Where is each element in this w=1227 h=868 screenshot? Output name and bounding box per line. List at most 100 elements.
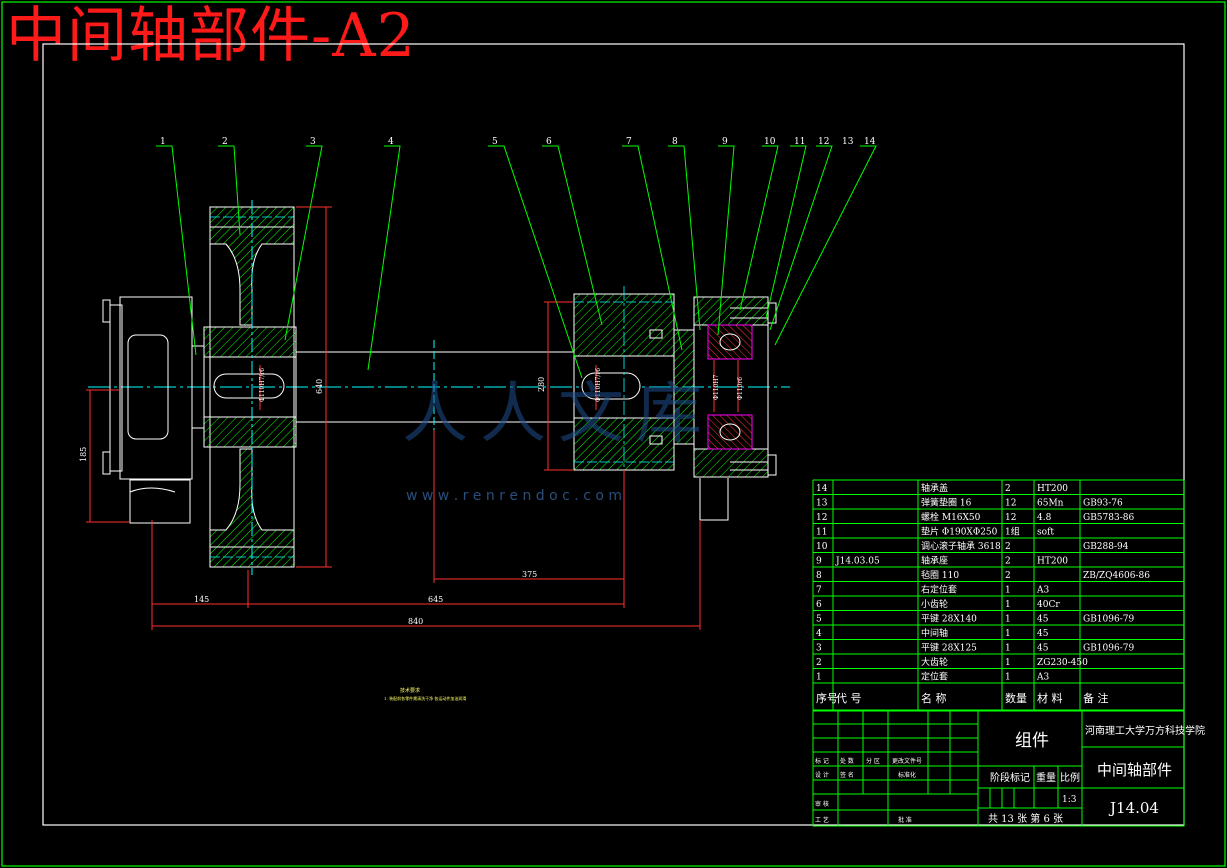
bom-cell-no: 13 bbox=[816, 499, 828, 509]
bom-cell-code: J14.03.05 bbox=[835, 557, 880, 567]
bom-cell-name: 弹簧垫圈 16 bbox=[921, 497, 972, 509]
fit-small-gear: Φ110H7/r6 bbox=[595, 368, 602, 402]
balloon-3: 3 bbox=[310, 137, 316, 147]
group-label: 组件 bbox=[1015, 731, 1049, 751]
right-bearing-assembly bbox=[649, 296, 777, 521]
dimension-texts: 185 640 280 375 145 645 840 Φ110H7/r6 Φ1… bbox=[79, 368, 744, 626]
dim-375: 375 bbox=[522, 570, 537, 579]
bom-cell-no: 8 bbox=[816, 571, 822, 581]
left-bearing-housing bbox=[102, 296, 193, 524]
bom-cell-no: 14 bbox=[816, 484, 828, 494]
bom-cell-qty: 1 bbox=[1005, 586, 1011, 596]
bom-cell-name: 轴承盖 bbox=[921, 482, 948, 494]
inner-border bbox=[42, 43, 1185, 826]
bom-cell-qty: 1 bbox=[1005, 629, 1011, 639]
bom-cell-mat: 4.8 bbox=[1037, 513, 1052, 523]
bom-cell-no: 9 bbox=[816, 557, 822, 567]
bom-cell-qty: 12 bbox=[1005, 513, 1016, 523]
tech-note-line: 1. 装配前各零件需清洗干净 各运动件加油润滑 bbox=[384, 695, 466, 701]
bom-cell-name: 小齿轮 bbox=[921, 598, 948, 610]
title-block bbox=[812, 709, 1185, 827]
bom-cell-name: 中间轴 bbox=[921, 627, 948, 639]
bom-header-code: 代 号 bbox=[836, 692, 862, 705]
bom-cell-qty: 2 bbox=[1005, 571, 1011, 581]
bom-cell-mat: 45 bbox=[1037, 644, 1049, 654]
rev-header-zone: 分 区 bbox=[866, 757, 880, 765]
bom-cell-mat: 45 bbox=[1037, 629, 1049, 639]
rev-header-doc: 更改文件号 bbox=[892, 757, 922, 765]
balloon-8: 8 bbox=[672, 137, 678, 147]
bom-cell-name: 定位套 bbox=[921, 671, 948, 683]
approve-label: 批 准 bbox=[898, 816, 912, 824]
dim-280: 280 bbox=[537, 377, 546, 392]
balloon-11: 11 bbox=[794, 137, 805, 147]
bom-cell-name: 右定位套 bbox=[921, 584, 957, 596]
balloon-9: 9 bbox=[722, 137, 728, 147]
scale-value: 1:3 bbox=[1062, 795, 1077, 805]
fit-shaft: Φ110r6 bbox=[737, 377, 744, 400]
bom-cell-note: GB1096-79 bbox=[1083, 644, 1134, 654]
bom-cell-mat: 65Mn bbox=[1037, 499, 1064, 509]
bom-cell-no: 2 bbox=[816, 658, 822, 668]
bom-cell-name: 平键 28X140 bbox=[921, 613, 977, 625]
std-label: 标准化 bbox=[898, 771, 916, 779]
bom-cell-note: GB93-76 bbox=[1083, 499, 1123, 509]
bom-cell-qty: 1 bbox=[1005, 658, 1011, 668]
bom-cell-qty: 1 bbox=[1005, 600, 1011, 610]
dim-145: 145 bbox=[194, 595, 209, 604]
bom-cell-no: 3 bbox=[816, 644, 822, 654]
bom-cell-name: 大齿轮 bbox=[921, 656, 948, 668]
bom-cell-name: 螺栓 M16X50 bbox=[921, 511, 981, 523]
bom-cell-no: 5 bbox=[816, 615, 822, 625]
bom-cell-mat: 40Cr bbox=[1037, 600, 1060, 610]
bom-cell-name: 平键 28X125 bbox=[921, 642, 977, 654]
bom-header-name: 名 称 bbox=[921, 691, 947, 705]
tech-note-title: 技术要求 bbox=[400, 687, 420, 694]
bom-cell-note: GB5783-86 bbox=[1083, 513, 1134, 523]
stage-mark-label: 阶段标记 bbox=[990, 771, 1030, 784]
balloon-2: 2 bbox=[222, 137, 228, 147]
watermark-brand: 人人文库 bbox=[402, 375, 714, 452]
design-label: 设 计 bbox=[815, 771, 829, 779]
title-block-texts: 组件 河南理工大学万方科技学院 中间轴部件 J14.04 阶段标记 重量 比例 … bbox=[815, 724, 1205, 825]
drawing-name: 中间轴部件 bbox=[1097, 761, 1172, 779]
balloon-13: 13 bbox=[842, 137, 854, 147]
bom-cell-mat: soft bbox=[1037, 528, 1054, 538]
dim-645: 645 bbox=[428, 595, 443, 604]
bom-cell-mat: ZG230-450 bbox=[1037, 658, 1088, 668]
bom-cell-mat: HT200 bbox=[1037, 557, 1068, 567]
bom-cell-qty: 1 bbox=[1005, 615, 1011, 625]
sheet-title: 中间轴部件-A2 bbox=[6, 1, 416, 71]
bom-cell-qty: 2 bbox=[1005, 557, 1011, 567]
watermark-url: w w w . r e n r e n d o c . c o m bbox=[406, 488, 622, 504]
bom-cell-qty: 2 bbox=[1005, 484, 1011, 494]
fit-big-gear: Φ110H7/r6 bbox=[259, 368, 266, 402]
leader-lines bbox=[156, 145, 877, 379]
balloon-10: 10 bbox=[764, 137, 776, 147]
balloon-numbers: 1 2 3 4 5 6 7 8 9 10 11 12 13 14 bbox=[160, 137, 876, 147]
balloon-6: 6 bbox=[546, 137, 552, 147]
bom-cell-qty: 1 bbox=[1005, 644, 1011, 654]
bom-cell-name: 调心滚子轴承 3618 bbox=[921, 540, 1001, 552]
balloon-1: 1 bbox=[160, 137, 166, 147]
school-name: 河南理工大学万方科技学院 bbox=[1085, 724, 1205, 737]
bom-cell-note: GB288-94 bbox=[1083, 542, 1129, 552]
bom-cell-note: GB1096-79 bbox=[1083, 615, 1134, 625]
sheets-count: 共 13 张 第 6 张 bbox=[988, 812, 1063, 825]
intermediate-shaft bbox=[191, 340, 574, 434]
bom-cell-name: 垫片 Φ190XΦ250 bbox=[921, 526, 998, 538]
bom-cell-no: 11 bbox=[816, 528, 827, 538]
bom-cell-name: 毡圈 110 bbox=[921, 569, 959, 581]
drawing-number: J14.04 bbox=[1108, 799, 1159, 817]
bom-cell-no: 10 bbox=[816, 542, 828, 552]
big-gear bbox=[203, 200, 297, 575]
balloon-12: 12 bbox=[818, 137, 829, 147]
bom-cell-mat: A3 bbox=[1036, 586, 1049, 596]
bom-header-qty: 数量 bbox=[1005, 692, 1027, 705]
bom-cell-mat: A3 bbox=[1036, 673, 1049, 683]
bom-cell-qty: 1组 bbox=[1005, 526, 1020, 538]
bom-cell-no: 4 bbox=[816, 629, 822, 639]
process-label: 工 艺 bbox=[815, 816, 829, 824]
